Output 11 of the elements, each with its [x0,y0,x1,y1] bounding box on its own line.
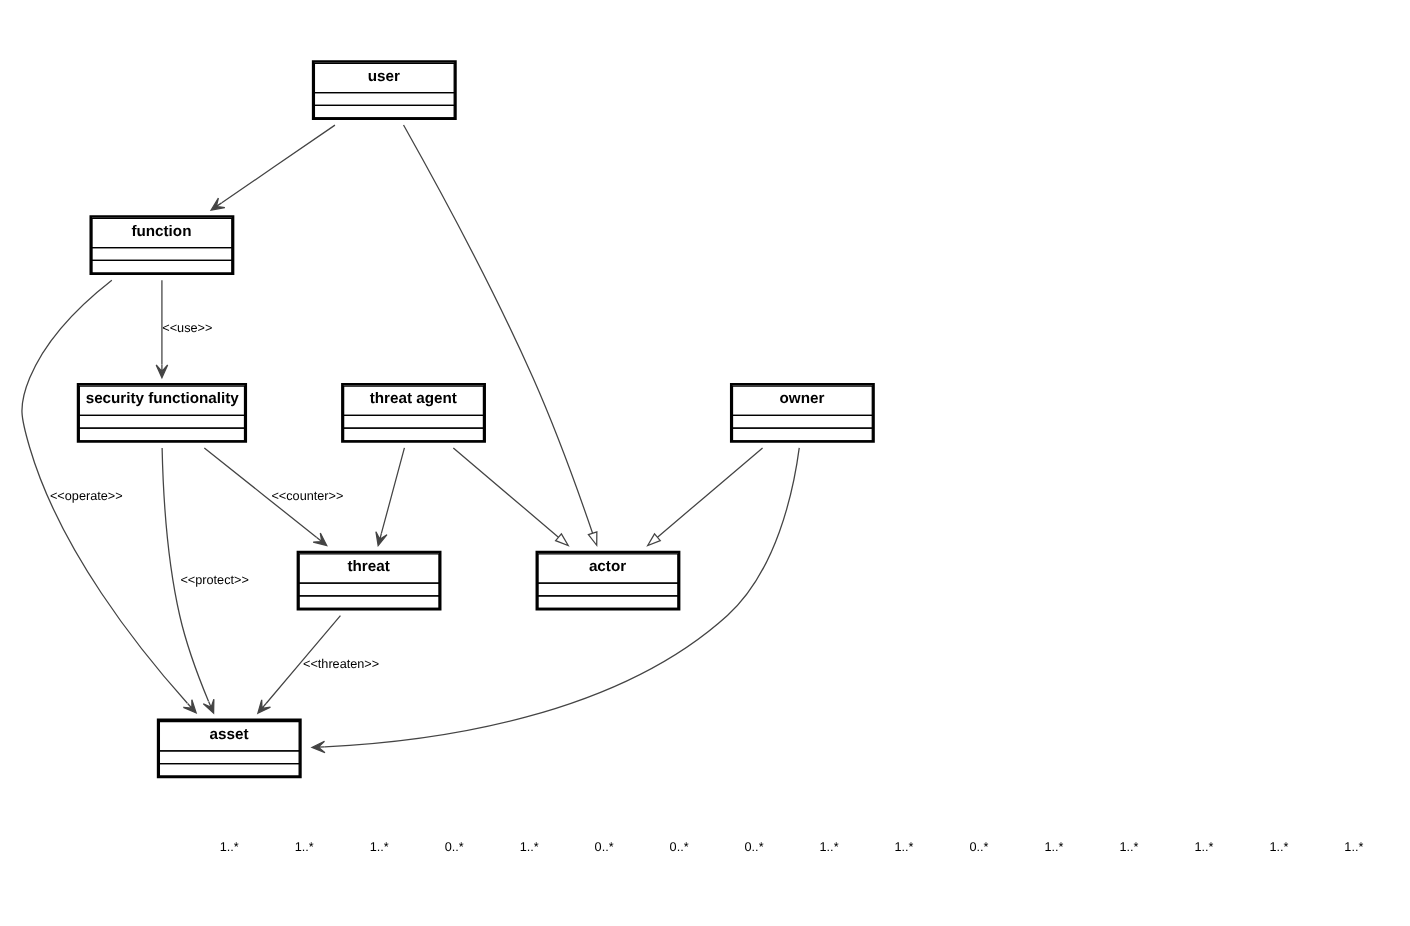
arrow [257,615,342,714]
arrow [452,447,570,547]
arrow [161,447,215,714]
arrow [210,124,336,211]
arrow [646,447,764,547]
arrow [402,124,598,548]
arrow [155,279,169,379]
arrow [311,447,800,754]
arrow [203,447,328,547]
arrow [21,279,197,714]
arrow [375,447,406,547]
